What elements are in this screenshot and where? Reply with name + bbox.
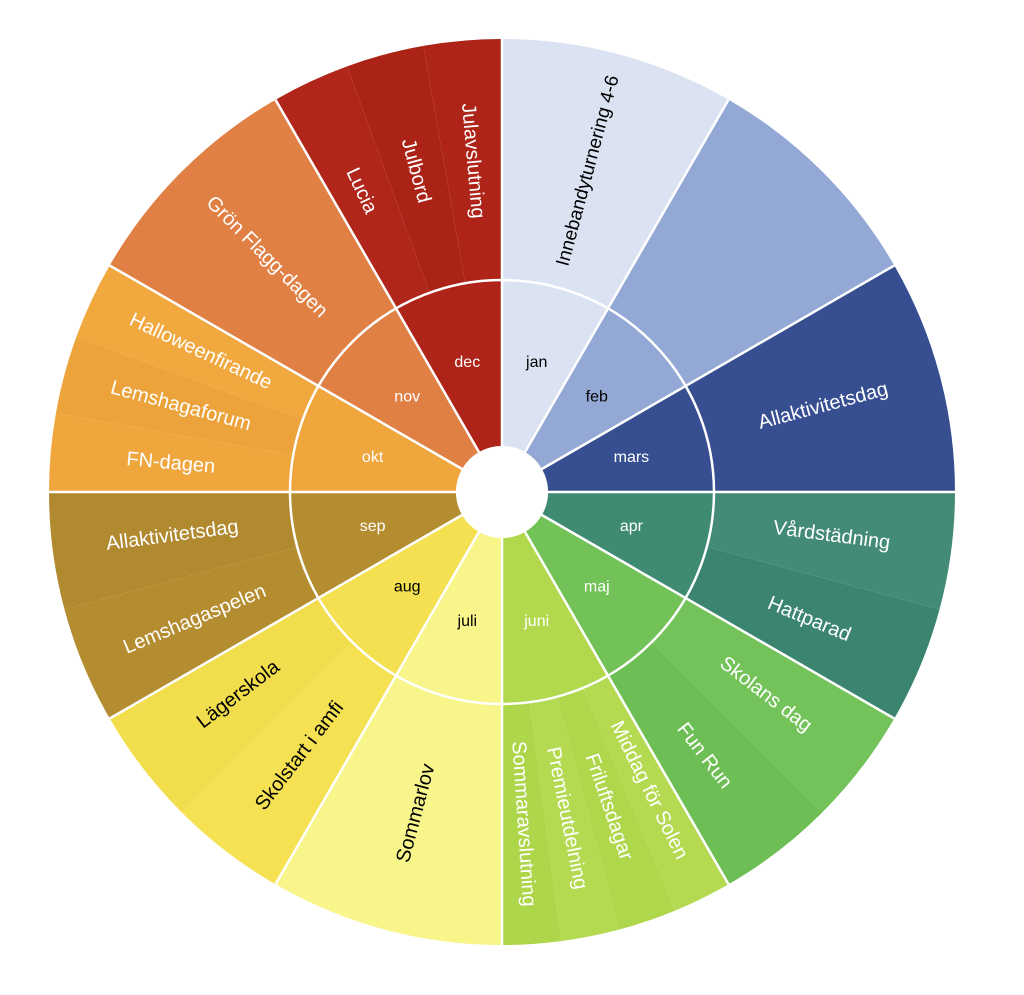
month-wedge-juni bbox=[502, 531, 608, 704]
month-wedge-apr bbox=[541, 492, 714, 598]
event-wedge-maj-2 bbox=[608, 641, 823, 885]
month-label-sep: sep bbox=[360, 518, 386, 535]
event-wedge-nov-1 bbox=[109, 99, 396, 386]
event-wedge-apr-2 bbox=[685, 546, 940, 719]
month-ring bbox=[289, 280, 714, 704]
event-wedge-aug-1 bbox=[181, 641, 396, 885]
event-wedge-juni-2 bbox=[556, 687, 676, 930]
month-divider bbox=[541, 513, 895, 720]
month-wedge-jan bbox=[502, 280, 608, 453]
event-wedge-sep-2 bbox=[49, 492, 298, 610]
month-wedge-nov bbox=[318, 308, 479, 469]
event-wedge-maj-1 bbox=[651, 598, 895, 813]
event-wedge-okt-3 bbox=[76, 265, 319, 420]
month-label-okt: okt bbox=[362, 449, 384, 466]
month-divider bbox=[541, 264, 895, 471]
month-label-juli: juli bbox=[457, 613, 478, 630]
month-label-feb: feb bbox=[586, 389, 608, 406]
event-wedge-feb-1 bbox=[608, 99, 895, 386]
month-label-apr: apr bbox=[620, 518, 644, 535]
event-wedge-dec-3 bbox=[423, 39, 502, 284]
month-label-nov: nov bbox=[394, 389, 420, 406]
month-label-jan: jan bbox=[525, 354, 547, 371]
month-divider bbox=[109, 264, 463, 471]
center-hole bbox=[456, 446, 548, 538]
event-ring bbox=[48, 38, 955, 945]
event-wedge-mars-1 bbox=[685, 265, 955, 492]
month-label-juni: juni bbox=[523, 613, 549, 630]
month-wedge-juli bbox=[396, 531, 502, 704]
event-wedge-juni-1 bbox=[583, 675, 729, 911]
event-wedge-jan-1 bbox=[502, 38, 729, 309]
month-label-mars: mars bbox=[614, 449, 650, 466]
month-wedge-mars bbox=[541, 386, 714, 492]
event-wedge-apr-1 bbox=[706, 492, 955, 610]
month-wedge-aug bbox=[318, 515, 479, 676]
inner-ring-border bbox=[288, 278, 716, 706]
month-wedge-feb bbox=[525, 308, 686, 469]
event-wedge-dec-1 bbox=[275, 66, 430, 309]
month-divider bbox=[109, 513, 463, 720]
month-wedge-okt bbox=[289, 386, 463, 492]
month-divider bbox=[274, 531, 481, 885]
month-label-dec: dec bbox=[454, 354, 480, 371]
event-wedge-okt-2 bbox=[55, 337, 303, 456]
month-wedge-sep bbox=[290, 492, 463, 598]
month-label-maj: maj bbox=[584, 578, 610, 595]
month-wedge-dec bbox=[396, 280, 502, 453]
month-divider bbox=[274, 99, 481, 453]
month-label-aug: aug bbox=[394, 578, 421, 595]
event-wedge-juni-4 bbox=[502, 702, 562, 945]
event-wedge-aug-2 bbox=[109, 598, 353, 813]
event-wedge-juni-3 bbox=[529, 696, 620, 942]
month-divider bbox=[523, 99, 730, 453]
month-divider bbox=[523, 531, 730, 885]
event-wedge-juli-1 bbox=[275, 675, 502, 945]
event-wedge-dec-2 bbox=[347, 45, 466, 293]
event-wedge-okt-1 bbox=[48, 413, 294, 492]
event-wedge-sep-1 bbox=[64, 546, 319, 719]
month-wedge-maj bbox=[525, 515, 686, 676]
